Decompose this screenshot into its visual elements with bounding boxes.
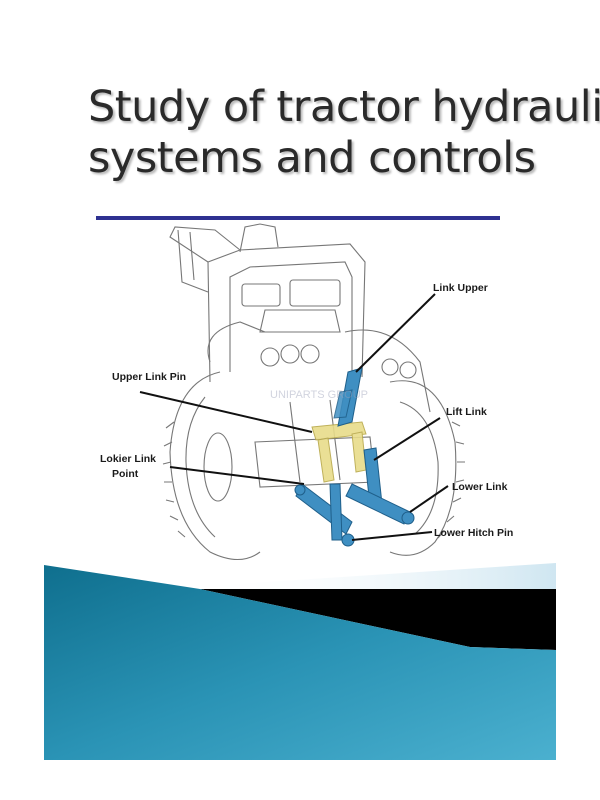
leader-link-upper [355, 293, 436, 373]
three-point-linkage [294, 367, 415, 547]
label-link-upper: Link Upper [433, 282, 488, 294]
title-line-2: systems and controls [88, 132, 536, 183]
footer-shapes [44, 563, 556, 760]
title-line-1: Study of tractor hydraulic [88, 82, 600, 132]
leader-lower-link [409, 485, 449, 513]
slide-title: Study of tractor hydraulic systems and c… [88, 82, 600, 183]
tractor-illustration: UNIPARTS GROUP Link Upper Upper Link Pin… [100, 223, 513, 561]
pale-stripe [190, 563, 556, 595]
label-lift-link: Lift Link [446, 406, 487, 418]
teal-block [44, 565, 556, 760]
black-band [200, 589, 556, 650]
label-lokier-link-line2: Point [112, 468, 139, 480]
leader-upper-link-pin [139, 391, 313, 433]
leader-lower-hitch-pin [351, 531, 433, 541]
leader-lokier-link [169, 466, 305, 485]
lift-arm-highlight [311, 421, 367, 483]
decorative-footer [0, 555, 600, 800]
label-lokier-link-line1: Lokier Link [100, 453, 156, 465]
label-upper-link-pin: Upper Link Pin [112, 371, 186, 383]
label-lower-link: Lower Link [452, 481, 508, 493]
watermark-text: UNIPARTS GROUP [270, 389, 368, 401]
label-lower-hitch-pin: Lower Hitch Pin [434, 527, 513, 539]
title-underline [96, 216, 500, 220]
leader-lines [139, 293, 449, 541]
tractor-hitch-diagram: UNIPARTS GROUP Link Upper Upper Link Pin… [90, 222, 530, 577]
leader-lift-link [373, 417, 441, 461]
